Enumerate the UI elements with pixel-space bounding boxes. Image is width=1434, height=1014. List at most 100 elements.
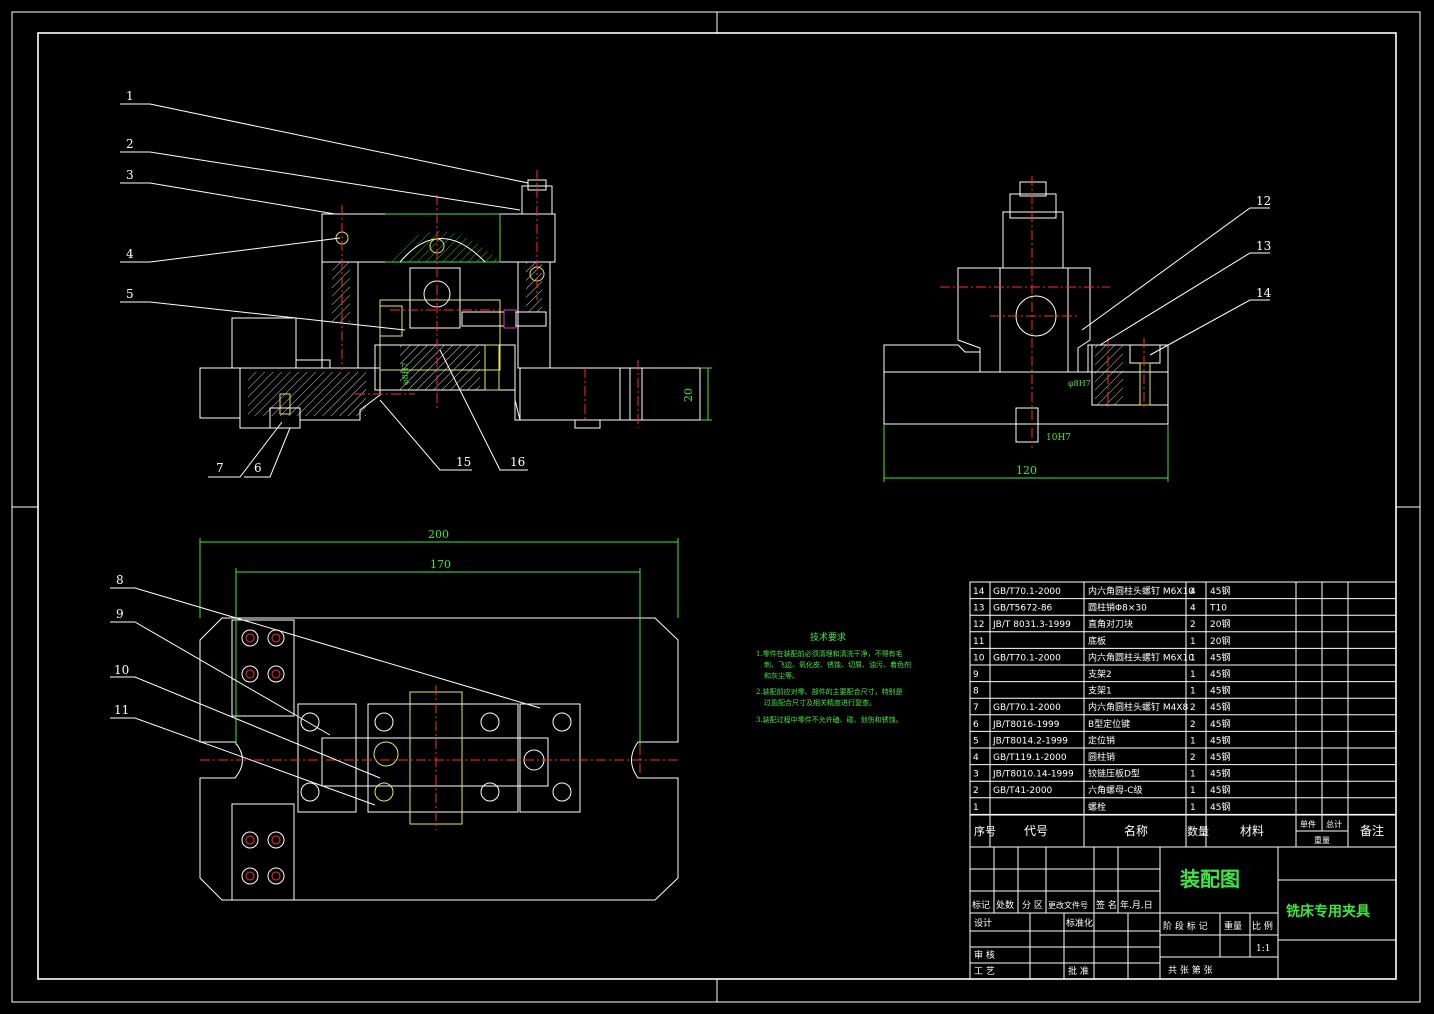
side-leaders: 12 13 14 xyxy=(1081,194,1272,356)
bom-cell-name: 底板 xyxy=(1088,635,1106,647)
bom-header-single: 单件 xyxy=(1300,819,1316,829)
bom-cell-code: GB/T70.1-2000 xyxy=(993,653,1061,663)
balloon-4: 4 xyxy=(126,247,134,261)
tb-approve: 批 准 xyxy=(1068,965,1089,977)
tb-process: 工 艺 xyxy=(974,966,995,977)
bom-cell-qty: 1 xyxy=(1190,653,1196,663)
balloon-11: 11 xyxy=(114,703,129,717)
title-block: 标记 处数 分 区 更改文件号 签 名 年.月.日 设计 标准化 审 核 工 艺… xyxy=(969,846,1397,980)
bom-cell-name: 内六角圆柱头螺钉 M4X8 xyxy=(1088,701,1189,713)
tb-design: 设计 xyxy=(974,917,992,929)
tb-sheets: 共 张 第 张 xyxy=(1168,964,1213,976)
bom-cell-no: 6 xyxy=(973,720,979,730)
dim-front-dia: φ8H7 xyxy=(401,362,410,385)
front-view: 20 φ8H7 xyxy=(199,170,712,429)
balloon-15: 15 xyxy=(456,455,471,469)
tb-scale: 1:1 xyxy=(1256,944,1270,954)
dim-side-width: 120 xyxy=(1016,464,1037,477)
bom-cell-no: 2 xyxy=(973,786,979,796)
bom-cell-material: 45钢 xyxy=(1210,768,1230,780)
bom-cell-qty: 1 xyxy=(1190,687,1196,697)
tech-req-line-2: 刺、飞边、氧化皮、锈蚀、切屑、油污、着色剂 xyxy=(764,660,911,669)
balloon-14: 14 xyxy=(1256,286,1272,300)
top-leaders: 8 9 10 11 xyxy=(110,573,541,806)
tech-req-line-1: 1.零件在装配前必须清理和清洗干净，不得有毛 xyxy=(756,649,903,658)
tb-zone: 分 区 xyxy=(1022,900,1043,911)
bom-header-remark: 备注 xyxy=(1360,823,1384,838)
bom-cell-code: JB/T8010.14-1999 xyxy=(992,770,1074,780)
bom-cell-code: JB/T8016-1999 xyxy=(992,720,1060,730)
top-view: 200 170 xyxy=(199,528,679,901)
bom-cell-no: 13 xyxy=(973,604,984,614)
tb-date: 年.月.日 xyxy=(1120,899,1153,911)
balloon-9: 9 xyxy=(116,607,124,621)
dim-top-bolt-spacing: 170 xyxy=(430,558,451,571)
bom-header-weight: 重量 xyxy=(1314,835,1330,845)
bom-cell-no: 8 xyxy=(973,687,979,697)
front-balloons: 1 2 3 4 5 6 7 15 16 xyxy=(126,89,525,475)
front-leaders xyxy=(120,103,529,478)
bom-cell-material: T10 xyxy=(1209,604,1227,614)
bom-header-qty: 数量 xyxy=(1187,825,1209,838)
bom-header-code: 代号 xyxy=(1024,824,1048,838)
bom-cell-name: 内六角圆柱头螺钉 M6X10 xyxy=(1088,585,1194,597)
bom-cell-material: 45钢 xyxy=(1210,668,1230,680)
bom-cell-name: 内六角圆柱头螺钉 M6X10 xyxy=(1088,651,1194,663)
bom-cell-name: 支架2 xyxy=(1088,668,1112,680)
bom-cell-name: 圆柱销Φ8×30 xyxy=(1088,602,1147,614)
bom-cell-material: 45钢 xyxy=(1210,718,1230,730)
bom-cell-code: JB/T 8031.3-1999 xyxy=(992,620,1071,630)
bom-cell-material: 45钢 xyxy=(1210,651,1230,663)
tb-weight: 重量 xyxy=(1224,920,1242,932)
bom-cell-name: 定位销 xyxy=(1088,734,1115,746)
bom-cell-name: 铰链压板D型 xyxy=(1088,768,1140,780)
bom-cell-qty: 2 xyxy=(1190,720,1196,730)
balloon-10: 10 xyxy=(114,663,129,677)
dim-top-overall: 200 xyxy=(428,528,449,541)
bom-cell-qty: 1 xyxy=(1190,803,1196,813)
tech-req-title: 技术要求 xyxy=(810,631,846,643)
tech-req-line-6: 3.装配过程中零件不允许磕、碰、划伤和锈蚀。 xyxy=(756,715,903,724)
bom-cell-code: GB/T5672-86 xyxy=(993,604,1053,614)
balloon-6: 6 xyxy=(254,461,262,475)
dim-front-height: 20 xyxy=(682,388,695,402)
balloon-1: 1 xyxy=(126,89,134,103)
product-name: 铣床专用夹具 xyxy=(1286,903,1370,920)
balloon-16: 16 xyxy=(510,455,525,469)
bom-cell-name: 直角对刀块 xyxy=(1088,618,1133,630)
tb-mark: 标记 xyxy=(972,899,990,911)
screw-circles xyxy=(241,629,572,885)
bom-cell-name: B型定位键 xyxy=(1088,718,1130,730)
bom-cell-material: 45钢 xyxy=(1210,751,1230,763)
bom-cell-code: GB/T70.1-2000 xyxy=(993,587,1061,597)
tb-review: 审 核 xyxy=(974,949,995,961)
bom-cell-material: 45钢 xyxy=(1210,585,1230,597)
side-view: 120 10H7 φ8H7 xyxy=(883,176,1169,482)
bom-cell-qty: 1 xyxy=(1190,637,1196,647)
bom-header-material: 材料 xyxy=(1240,824,1264,838)
tech-req-line-5: 过盈配合尺寸及相关精度进行复查。 xyxy=(764,698,876,707)
bom-cell-no: 7 xyxy=(973,703,979,713)
bom-cell-qty: 2 xyxy=(1190,753,1196,763)
bom-cell-material: 45钢 xyxy=(1210,685,1230,697)
tb-stage-mark: 阶 段 标 记 xyxy=(1163,920,1208,932)
tb-standardize: 标准化 xyxy=(1066,917,1093,929)
bom-cell-no: 11 xyxy=(973,637,984,647)
bom-cell-qty: 1 xyxy=(1190,786,1196,796)
bom-cell-material: 45钢 xyxy=(1210,801,1230,813)
tech-req-line-3: 和灰尘等。 xyxy=(764,671,799,680)
bom-cell-material: 45钢 xyxy=(1210,784,1230,796)
bom-cell-code: JB/T8014.2-1999 xyxy=(992,736,1068,746)
bom-cell-no: 1 xyxy=(973,803,979,813)
bom-cell-code: GB/T70.1-2000 xyxy=(993,703,1061,713)
tb-change-doc: 更改文件号 xyxy=(1048,900,1088,910)
bom-cell-no: 10 xyxy=(973,653,985,663)
bom-header-name: 名称 xyxy=(1124,823,1148,838)
bom-header-total: 总计 xyxy=(1326,819,1342,829)
bom-cell-no: 9 xyxy=(973,670,979,680)
bom-cell-qty: 2 xyxy=(1190,620,1196,630)
bom-header-no: 序号 xyxy=(974,824,996,838)
tech-requirements: 技术要求 1.零件在装配前必须清理和清洗干净，不得有毛 刺、飞边、氧化皮、锈蚀、… xyxy=(756,631,911,724)
